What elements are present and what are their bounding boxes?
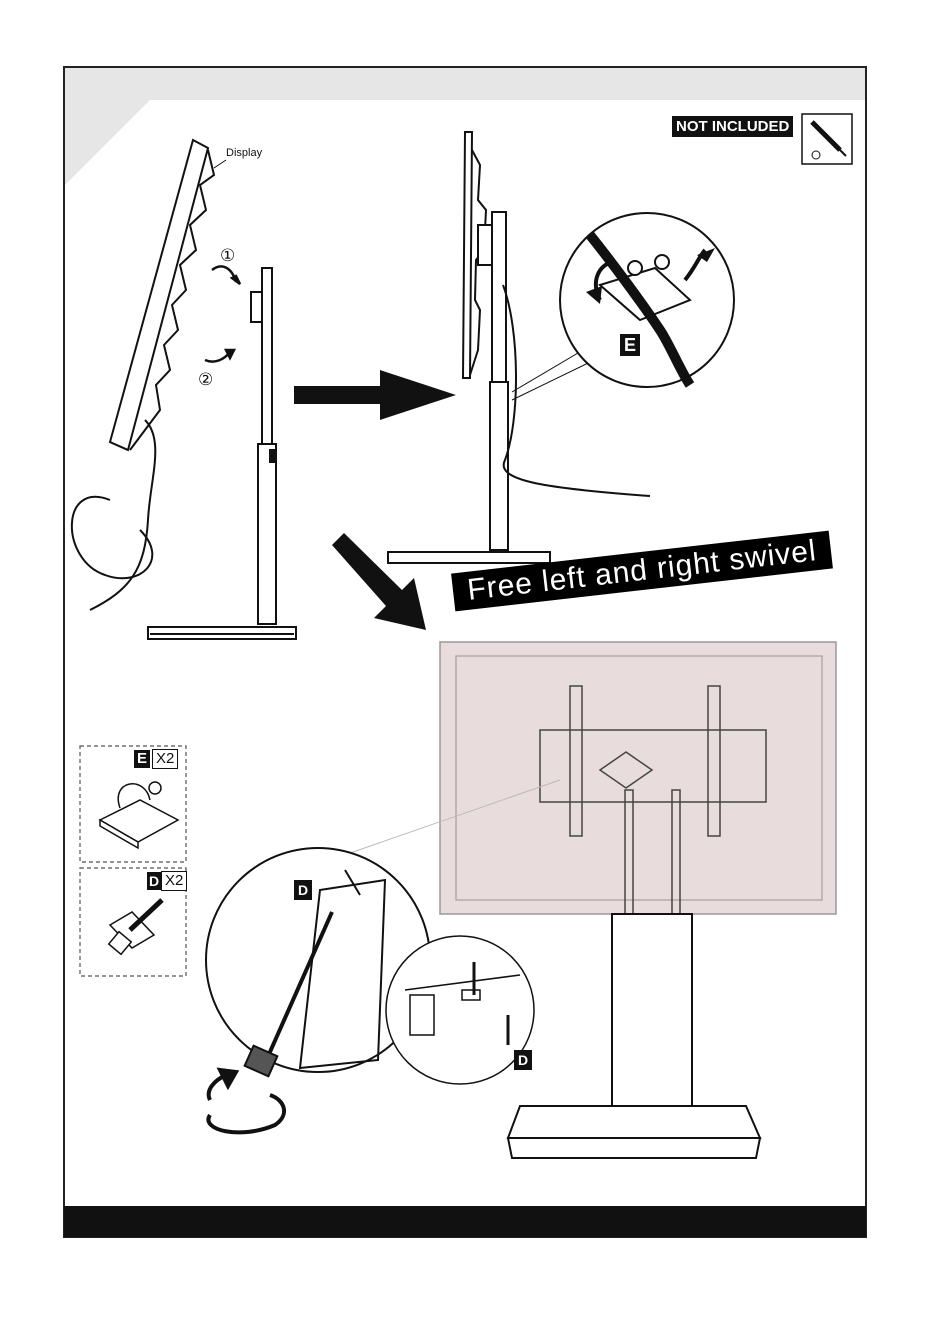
screwdriver-icon: [802, 114, 852, 164]
step-2-marker: ②: [198, 370, 213, 390]
screw-detail-small: [386, 936, 534, 1084]
step-1-marker: ①: [220, 246, 235, 266]
part-e-badge-callout: E: [620, 334, 640, 356]
not-included-label: NOT INCLUDED: [672, 116, 793, 137]
swivel-panel: [440, 642, 836, 914]
part-d-badge: D: [147, 872, 161, 890]
footer-bar: [64, 1206, 866, 1237]
part-d-badge-small: D: [514, 1050, 532, 1070]
part-e-badge: E: [134, 750, 150, 768]
part-d-badge-detail: D: [294, 880, 312, 900]
part-d-quantity: X2: [161, 871, 187, 891]
part-e-quantity: X2: [152, 749, 178, 769]
display-label: Display: [226, 147, 262, 159]
